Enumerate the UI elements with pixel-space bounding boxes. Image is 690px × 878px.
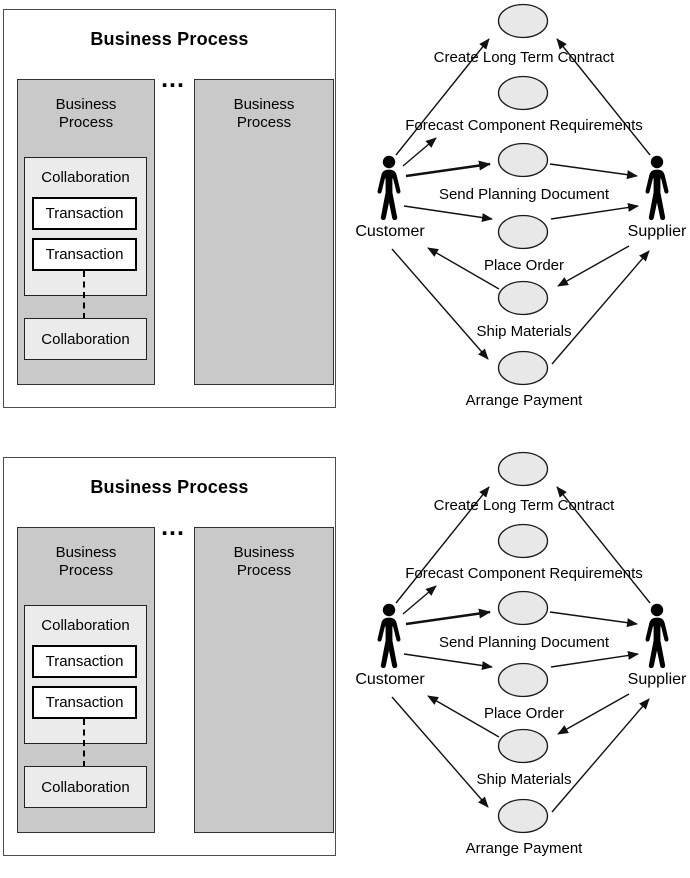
arrow-place-order-to-supplier [550,651,639,668]
transaction-box-1: Transaction [32,197,137,230]
supplier-label: Supplier [628,671,687,688]
collaboration-label: Collaboration [41,617,130,634]
ellipsis-dots: ... [161,65,185,93]
arrow-customer-to-send-planning [405,160,491,178]
use-case-label: Forecast Component Requirements [405,117,643,134]
use-case-ellipse [497,3,549,39]
dashed-connector [83,271,85,319]
subprocess-label-right: Business Process [233,544,295,579]
customer-actor-icon [377,603,401,669]
use-case-ellipse [497,451,549,487]
use-case-ellipse [497,350,549,386]
arrow-customer-to-create-contract [395,486,490,604]
composite-diagram-copy: Business Process ... Business Process Bu… [0,0,690,430]
arrow-send-planning-to-supplier [549,611,638,628]
arrow-ship-materials-to-customer [427,695,500,738]
use-case-ellipse [497,214,549,250]
arrow-supplier-to-create-contract [556,38,651,156]
subprocess-label-right: Business Process [233,96,295,131]
use-case-ellipse [497,75,549,111]
customer-label: Customer [355,223,425,240]
transaction-label: Transaction [45,694,124,711]
arrow-customer-to-arrange-payment [391,696,489,808]
subprocess-box-right [194,527,334,833]
composite-diagram-copy: Business Process ... Business Process Bu… [0,448,690,878]
use-case-label: Send Planning Document [439,186,610,203]
subprocess-label-left: Business Process [55,544,117,579]
collaboration-label: Collaboration [41,778,130,796]
transaction-box-2: Transaction [32,686,137,719]
ellipsis-dots: ... [161,513,185,541]
arrow-customer-to-forecast [402,137,437,167]
arrow-send-planning-to-supplier [549,163,638,180]
collaboration-box-bottom: Collaboration [24,318,147,360]
transaction-label: Transaction [45,205,124,222]
collaboration-box-bottom: Collaboration [24,766,147,808]
use-case-diagram: Create Long Term Contract Forecast Compo… [355,3,687,409]
supplier-label: Supplier [628,223,687,240]
transaction-label: Transaction [45,653,124,670]
use-case-label: Create Long Term Contract [434,49,615,66]
use-case-ellipse [497,798,549,834]
arrow-supplier-to-create-contract [556,486,651,604]
use-case-label: Send Planning Document [439,634,610,651]
supplier-actor-icon [645,603,669,669]
use-case-ellipse [497,142,549,178]
arrow-supplier-to-ship-materials [557,245,630,287]
arrow-customer-to-place-order [403,653,493,670]
arrow-arrange-payment-to-supplier [551,250,650,365]
use-case-ellipse [497,280,549,316]
collaboration-label: Collaboration [41,169,130,186]
arrow-place-order-to-supplier [550,203,639,220]
use-case-label: Arrange Payment [466,392,584,409]
use-case-ellipse [497,728,549,764]
arrow-ship-materials-to-customer [427,247,500,290]
transaction-box-1: Transaction [32,645,137,678]
use-case-label: Ship Materials [476,323,571,340]
arrow-customer-to-arrange-payment [391,248,489,360]
arrow-customer-to-send-planning [405,608,491,626]
use-case-label: Place Order [484,705,564,722]
use-case-ellipse [497,590,549,626]
use-case-label: Forecast Component Requirements [405,565,643,582]
subprocess-label-left: Business Process [55,96,117,131]
use-case-label: Arrange Payment [466,840,584,857]
arrow-customer-to-place-order [403,205,493,222]
transaction-box-2: Transaction [32,238,137,271]
arrow-customer-to-forecast [402,585,437,615]
use-case-label: Place Order [484,257,564,274]
use-case-label: Ship Materials [476,771,571,788]
use-case-diagram: Create Long Term Contract Forecast Compo… [355,451,687,857]
use-case-label: Create Long Term Contract [434,497,615,514]
use-case-ellipse [497,523,549,559]
subprocess-box-right [194,79,334,385]
dashed-connector [83,719,85,767]
arrow-customer-to-create-contract [395,38,490,156]
supplier-actor-icon [645,155,669,221]
use-case-ellipse [497,662,549,698]
transaction-label: Transaction [45,246,124,263]
customer-label: Customer [355,671,425,688]
customer-actor-icon [377,155,401,221]
arrow-supplier-to-ship-materials [557,693,630,735]
business-process-title: Business Process [90,29,249,49]
collaboration-label: Collaboration [41,330,130,348]
business-process-title: Business Process [90,477,249,497]
arrow-arrange-payment-to-supplier [551,698,650,813]
